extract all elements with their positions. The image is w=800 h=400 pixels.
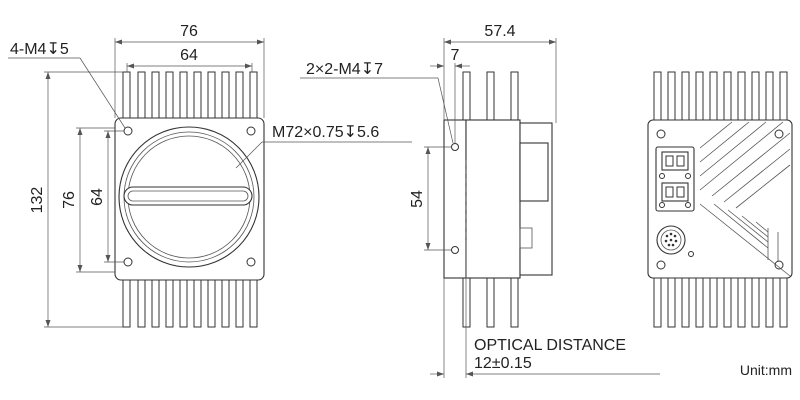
dim-side-hole-spacing: 54	[409, 190, 426, 208]
rear-bottom-fins	[653, 274, 788, 328]
front-hole-bl	[123, 257, 133, 267]
side-main-body	[465, 119, 521, 279]
label-unit: Unit:mm	[740, 362, 792, 378]
dim-front-height-64: 64	[89, 188, 106, 206]
label-optical-distance: OPTICAL DISTANCE	[474, 337, 626, 354]
side-hole-bottom	[451, 246, 459, 254]
dim-front-width-outer: 76	[180, 23, 198, 40]
label-front-thread-holes: 4-M4↧5	[10, 41, 69, 58]
rear-diagonal-fins	[699, 121, 791, 277]
lens-mount	[118, 126, 260, 268]
label-mount-thread: M72×0.75↧5.6	[272, 124, 379, 141]
rear-view	[647, 71, 793, 328]
front-dimensions	[8, 38, 412, 328]
rear-hole-tl	[656, 129, 666, 139]
front-hole-br	[246, 257, 256, 267]
dim-front-height-76: 76	[61, 191, 78, 209]
rear-terminal-block	[655, 146, 695, 212]
rear-hole-bl	[656, 260, 666, 270]
side-view	[443, 71, 553, 328]
dim-side-offset: 7	[451, 47, 460, 64]
dim-front-width-inner: 64	[180, 47, 198, 64]
front-top-fins	[122, 71, 258, 123]
side-dimensions	[300, 38, 660, 378]
front-hole-tr	[246, 126, 256, 136]
dim-front-height-total: 132	[29, 187, 46, 214]
front-view	[114, 71, 265, 328]
side-top-fins	[462, 71, 519, 123]
rear-hole-br	[774, 260, 784, 270]
label-side-thread-holes: 2×2-M4↧7	[306, 61, 383, 78]
side-bottom-fins	[462, 274, 519, 328]
rear-round-connector	[656, 225, 694, 257]
side-hole-top	[451, 143, 459, 151]
value-optical-distance: 12±0.15	[474, 355, 532, 372]
rear-hole-tr	[774, 129, 784, 139]
dim-side-length: 57.4	[484, 23, 515, 40]
rear-top-fins	[653, 71, 788, 123]
front-hole-tl	[123, 126, 133, 136]
front-bottom-fins	[122, 274, 258, 328]
